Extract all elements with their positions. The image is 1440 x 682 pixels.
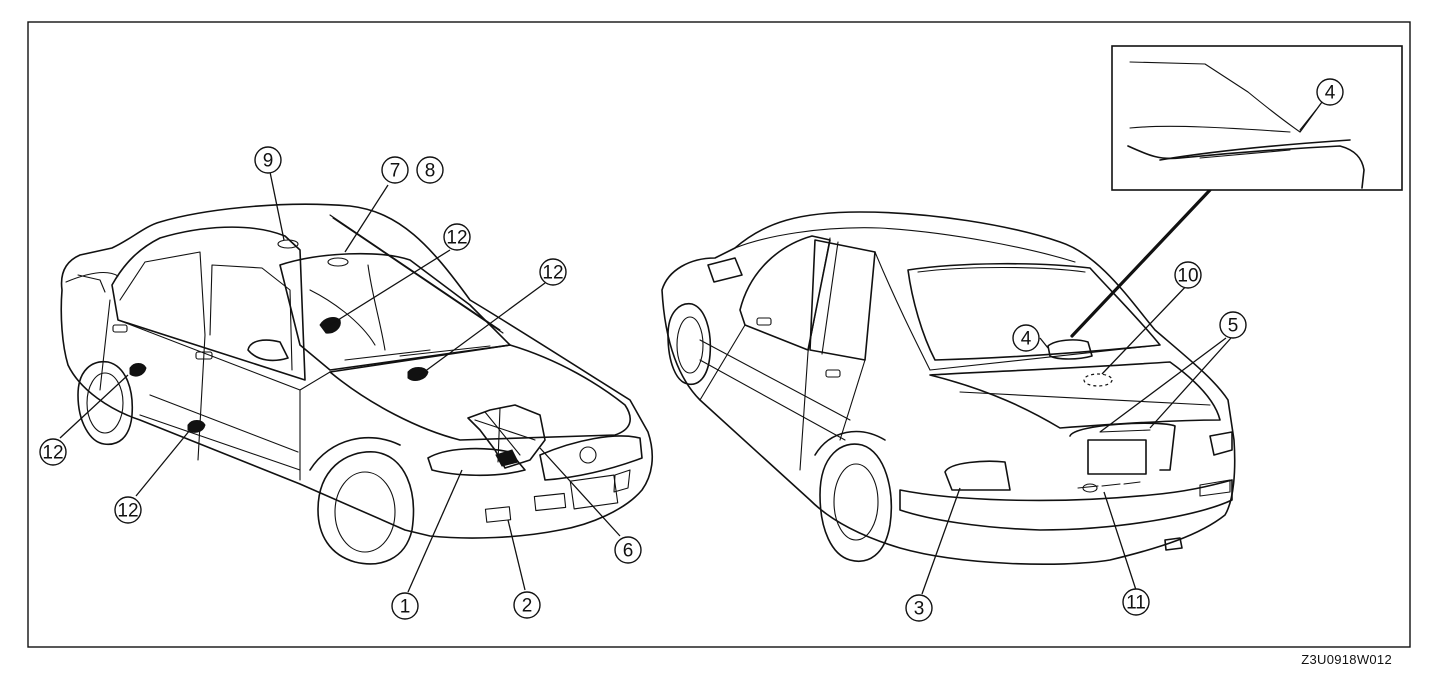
callout-11-label: 11 xyxy=(1126,593,1146,614)
callout-3: 3 xyxy=(905,594,933,622)
callout-12-windshield: 12 xyxy=(443,223,471,251)
callout-12-hood: 12 xyxy=(539,258,567,286)
callout-8: 8 xyxy=(416,156,444,184)
callout-10-label: 10 xyxy=(1177,266,1198,287)
rear-car-illustration xyxy=(661,188,1236,566)
callout-7-label: 7 xyxy=(390,161,401,182)
callout-10: 10 xyxy=(1174,261,1202,289)
callout-4-car: 4 xyxy=(1012,324,1040,352)
callout-12-front-door: 12 xyxy=(114,496,142,524)
callout-4-inset-label: 4 xyxy=(1325,83,1336,104)
callout-6-label: 6 xyxy=(623,541,634,562)
callout-12-windshield-label: 12 xyxy=(446,228,467,249)
callout-7: 7 xyxy=(381,156,409,184)
callout-5-label: 5 xyxy=(1228,316,1239,337)
callout-2: 2 xyxy=(513,591,541,619)
callout-1-label: 1 xyxy=(400,597,411,618)
callout-12-rear-door-label: 12 xyxy=(42,443,63,464)
figure-code: Z3U0918W012 xyxy=(1301,652,1392,667)
front-car-illustration xyxy=(60,203,654,565)
diagram-border xyxy=(27,21,1411,648)
callout-3-label: 3 xyxy=(914,599,925,620)
callout-12-rear-door: 12 xyxy=(39,438,67,466)
callout-4-car-label: 4 xyxy=(1021,329,1032,350)
callout-11: 11 xyxy=(1122,588,1150,616)
callout-8-label: 8 xyxy=(425,161,436,182)
callout-9-label: 9 xyxy=(263,151,274,172)
callout-6: 6 xyxy=(614,536,642,564)
callout-12-front-door-label: 12 xyxy=(117,501,138,522)
callout-4-inset: 4 xyxy=(1316,78,1344,106)
callout-9: 9 xyxy=(254,146,282,174)
leader-lines xyxy=(59,101,1323,595)
inset-detail xyxy=(1111,45,1403,191)
callout-12-hood-label: 12 xyxy=(542,263,563,284)
callout-5: 5 xyxy=(1219,311,1247,339)
callout-1: 1 xyxy=(391,592,419,620)
callout-2-label: 2 xyxy=(522,596,533,617)
